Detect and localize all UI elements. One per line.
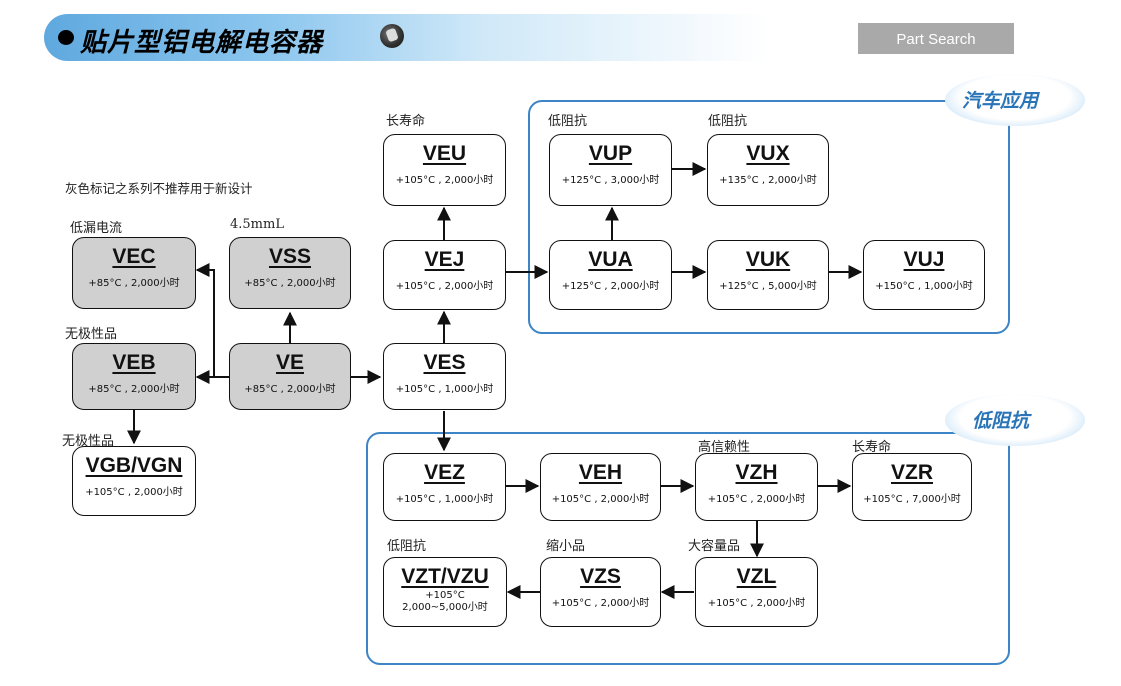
node-ve-name: VE	[275, 351, 304, 374]
label-vss: 4.5mmL	[230, 217, 284, 232]
node-vzt-vzu-name: VZT/VZU	[401, 565, 489, 588]
node-vup[interactable]: VUP +125°C , 3,000小时	[549, 134, 672, 206]
node-veh[interactable]: VEH +105°C , 2,000小时	[540, 453, 661, 521]
node-vzr-name: VZR	[891, 461, 933, 484]
node-vss[interactable]: VSS +85°C , 2,000小时	[229, 237, 351, 309]
automotive-region	[528, 100, 1010, 334]
node-vgb-vgn[interactable]: VGB/VGN +105°C , 2,000小时	[72, 446, 196, 516]
label-vup: 低阻抗	[548, 114, 588, 129]
node-vzs-spec: +105°C , 2,000小时	[551, 598, 650, 609]
node-vzs[interactable]: VZS +105°C , 2,000小时	[540, 557, 661, 627]
node-vua[interactable]: VUA +125°C , 2,000小时	[549, 240, 672, 310]
node-vzh[interactable]: VZH +105°C , 2,000小时	[695, 453, 818, 521]
node-vez[interactable]: VEZ +105°C , 1,000小时	[383, 453, 506, 521]
node-veh-name: VEH	[578, 461, 623, 484]
node-vzt-vzu[interactable]: VZT/VZU +105°C 2,000~5,000小时	[383, 557, 507, 627]
node-vej-spec: +105°C , 2,000小时	[395, 281, 494, 292]
node-vuk-spec: +125°C , 5,000小时	[719, 281, 817, 292]
deprecation-note: 灰色标记之系列不推荐用于新设计	[65, 181, 253, 196]
node-vej[interactable]: VEJ +105°C , 2,000小时	[383, 240, 506, 310]
node-veu[interactable]: VEU +105°C , 2,000小时	[383, 134, 506, 206]
label-vux: 低阻抗	[708, 114, 748, 129]
label-veu: 长寿命	[386, 114, 426, 129]
label-vec: 低漏电流	[70, 221, 123, 236]
node-vup-spec: +125°C , 3,000小时	[561, 175, 660, 186]
node-vgb-vgn-spec: +105°C , 2,000小时	[85, 487, 183, 498]
node-ves-spec: +105°C , 1,000小时	[395, 384, 494, 395]
node-vzh-spec: +105°C , 2,000小时	[707, 494, 806, 505]
node-vuj-name: VUJ	[903, 248, 945, 271]
node-vux[interactable]: VUX +135°C , 2,000小时	[707, 134, 829, 206]
node-vec-name: VEC	[112, 245, 156, 268]
node-vss-spec: +85°C , 2,000小时	[244, 278, 336, 289]
node-vua-name: VUA	[588, 248, 633, 271]
node-ves-name: VES	[423, 351, 466, 374]
bullet-icon	[58, 30, 74, 45]
page-title: 贴片型铝电解电容器	[80, 28, 324, 58]
capacitor-logo-icon	[380, 24, 404, 48]
label-vgb: 无极性品	[62, 434, 115, 449]
low-impedance-tag	[945, 394, 1085, 446]
node-vzr[interactable]: VZR +105°C , 7,000小时	[852, 453, 972, 521]
node-ve[interactable]: VE +85°C , 2,000小时	[229, 343, 351, 410]
node-vuk-name: VUK	[745, 248, 791, 271]
node-veb-spec: +85°C , 2,000小时	[88, 384, 180, 395]
node-vgb-vgn-name: VGB/VGN	[85, 454, 183, 477]
node-vzr-spec: +105°C , 7,000小时	[863, 494, 961, 505]
automotive-tag	[945, 74, 1085, 126]
automotive-tag-label: 汽车应用	[962, 90, 1039, 112]
label-vzh: 高信赖性	[698, 440, 751, 455]
node-vzl[interactable]: VZL +105°C , 2,000小时	[695, 557, 818, 627]
node-vua-spec: +125°C , 2,000小时	[561, 281, 660, 292]
node-vuj-spec: +150°C , 1,000小时	[875, 281, 973, 292]
node-vzt-vzu-spec-life: 2,000~5,000小时	[402, 602, 488, 613]
node-vec[interactable]: VEC +85°C , 2,000小时	[72, 237, 196, 309]
node-ve-spec: +85°C , 2,000小时	[244, 384, 336, 395]
node-veb-name: VEB	[112, 351, 156, 374]
node-vux-spec: +135°C , 2,000小时	[719, 175, 817, 186]
label-veb: 无极性品	[65, 327, 118, 342]
node-veh-spec: +105°C , 2,000小时	[551, 494, 650, 505]
node-veu-name: VEU	[422, 142, 467, 165]
node-vuk[interactable]: VUK +125°C , 5,000小时	[707, 240, 829, 310]
node-vec-spec: +85°C , 2,000小时	[88, 278, 180, 289]
node-vzl-name: VZL	[736, 565, 777, 588]
node-vzl-spec: +105°C , 2,000小时	[707, 598, 806, 609]
node-vez-spec: +105°C , 1,000小时	[395, 494, 494, 505]
node-vej-name: VEJ	[424, 248, 465, 271]
node-vez-name: VEZ	[424, 461, 465, 484]
node-vup-name: VUP	[588, 142, 633, 165]
node-vss-name: VSS	[268, 245, 312, 268]
node-vzs-name: VZS	[580, 565, 621, 588]
part-search-button[interactable]: Part Search	[858, 23, 1014, 54]
node-veu-spec: +105°C , 2,000小时	[395, 175, 494, 186]
node-veb[interactable]: VEB +85°C , 2,000小时	[72, 343, 196, 410]
label-vzt: 低阻抗	[387, 539, 427, 554]
node-vzh-name: VZH	[735, 461, 778, 484]
label-vzr: 长寿命	[852, 440, 892, 455]
label-vzl: 大容量品	[688, 539, 741, 554]
node-vzt-vzu-spec-temp: +105°C	[425, 590, 465, 601]
low-impedance-tag-label: 低阻抗	[972, 410, 1030, 432]
node-ves[interactable]: VES +105°C , 1,000小时	[383, 343, 506, 410]
node-vux-name: VUX	[746, 142, 790, 165]
node-vuj[interactable]: VUJ +150°C , 1,000小时	[863, 240, 985, 310]
low-impedance-region	[366, 432, 1010, 665]
label-vzs: 缩小品	[546, 539, 586, 554]
